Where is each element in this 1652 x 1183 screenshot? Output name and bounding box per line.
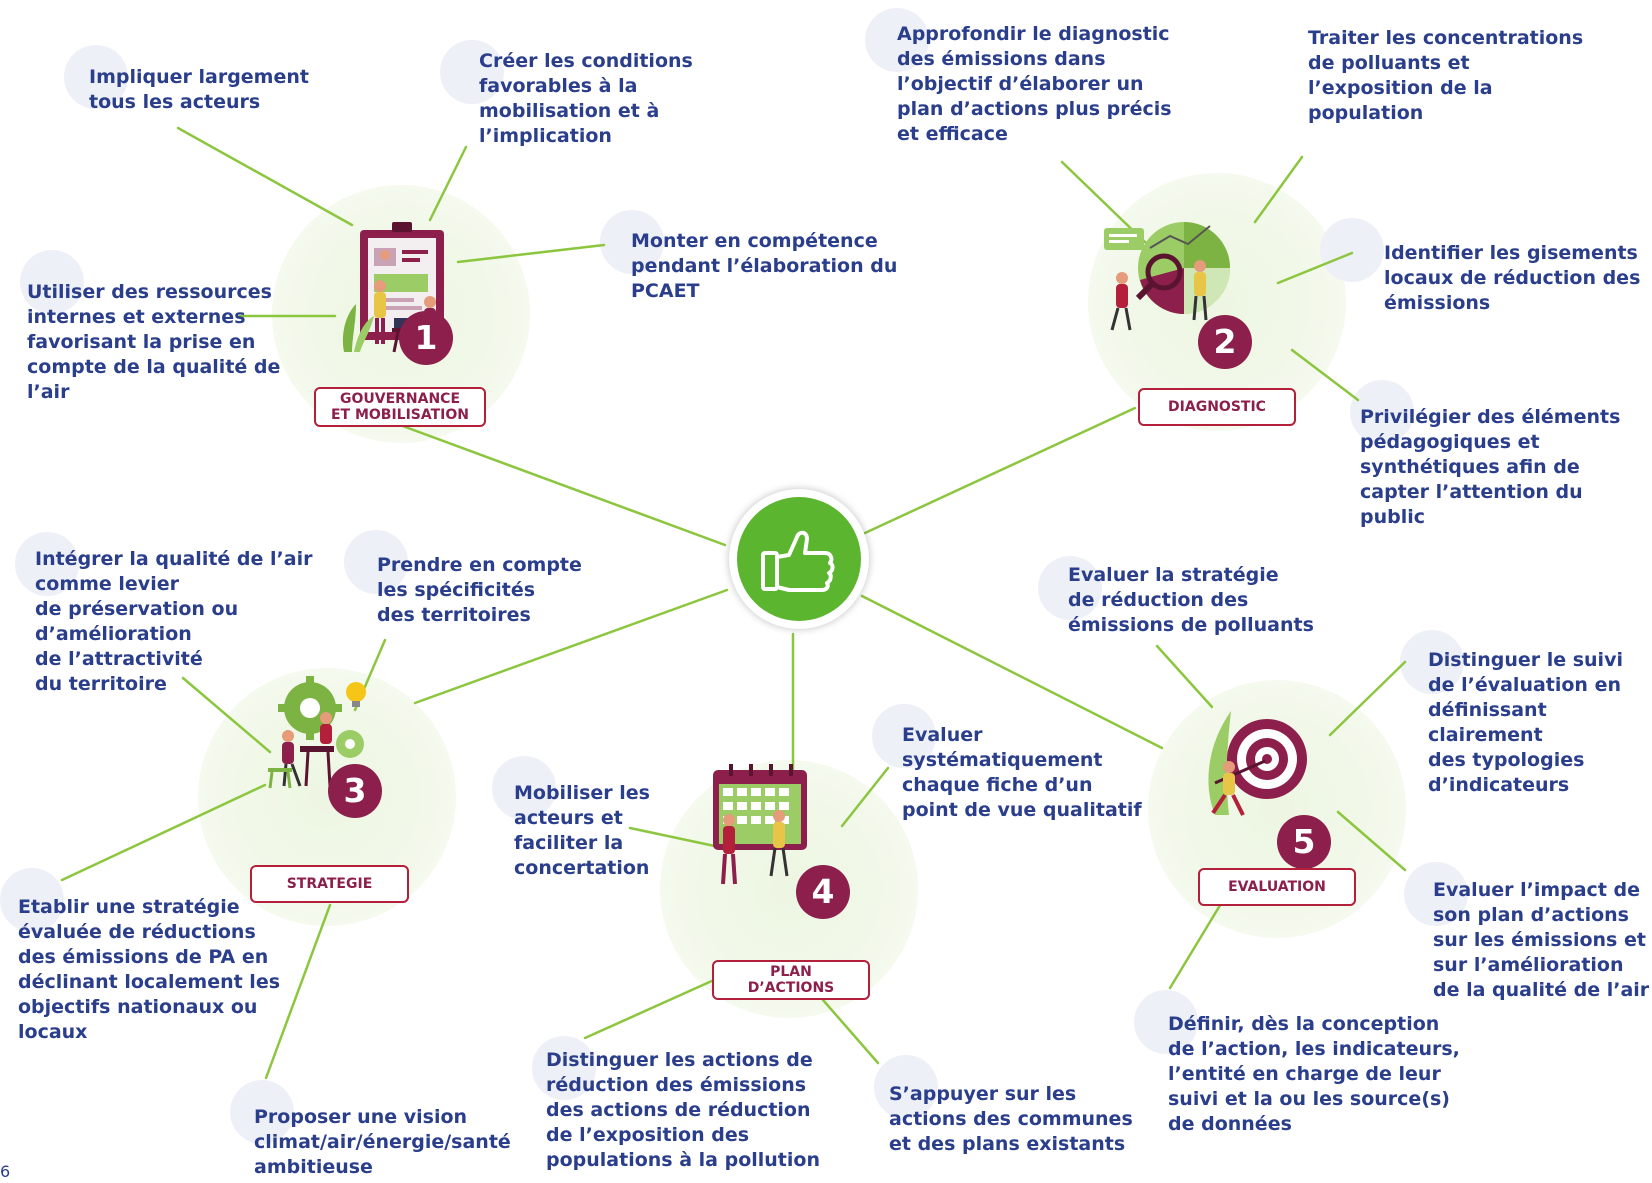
step-number-5: 5 [1277,815,1331,869]
leader-e1 [1155,644,1214,709]
tip-ressources: Utiliser des ressources internes et exte… [27,281,281,403]
leader-s4 [264,903,332,1080]
tip-dot [1038,556,1102,620]
step-label-2: DIAGNOSTIC [1138,388,1296,426]
tip-dot [1404,862,1468,926]
leader-e4 [1168,900,1224,990]
tip-dot [865,8,929,72]
tip-dot [440,40,504,104]
tip-vision: Proposer une vision climat/air/énergie/s… [254,1106,511,1178]
step-number-4: 4 [796,865,850,919]
tip-dot [15,532,79,596]
tip-dot [230,1080,294,1144]
tip-dot [600,210,664,274]
tip-mobiliser: Mobiliser les acteurs et faciliter la co… [514,782,650,879]
leader-g2 [428,145,468,222]
step-label-3: STRATEGIE [250,865,409,903]
step-number-1: 1 [399,311,453,365]
leader-d2 [1253,155,1304,224]
tip-appuyer-communes: S’appuyer sur les actions des communes e… [889,1083,1133,1155]
tip-approfondir-diagnostic: Approfondir le diagnostic des émissions … [897,23,1172,145]
spoke-to-step-2 [863,406,1137,535]
leader-s1 [181,676,272,754]
tip-pedagogiques: Privilégier des éléments pédagogiques et… [1360,406,1621,528]
spoke-to-step-1 [398,423,727,547]
step-label-1: GOUVERNANCE ET MOBILISATION [314,387,486,427]
tip-dot [0,868,64,932]
leader-d3 [1276,251,1354,285]
calendar-planning-illustration [713,764,807,885]
tip-specificites: Prendre en compte les spécificités des t… [377,554,582,626]
tip-dot [344,530,408,594]
tip-concentrations: Traiter les concentrations de polluants … [1308,27,1584,124]
spoke-to-step-5 [860,594,1164,750]
tip-dot [874,1055,938,1119]
leader-g3 [456,243,606,264]
tip-levier-attractivite: Intégrer la qualité de l’air comme levie… [35,548,313,695]
thumbs-up-icon [761,530,835,592]
leader-p4 [821,998,880,1065]
tip-dot [1350,380,1414,444]
tip-evaluer-strategie: Evaluer la stratégie de réduction des ém… [1068,564,1314,636]
tip-dot [492,756,556,820]
gears-lightbulb-illustration [268,676,366,789]
leader-g1 [176,126,354,227]
leader-p3 [583,978,716,1040]
leader-p1 [628,826,726,850]
leader-p2 [840,766,890,828]
tip-evaluer-fiche: Evaluer systématiquement chaque fiche d’… [902,724,1142,821]
page-number: 6 [0,1162,11,1181]
analysis-chart-illustration [1104,222,1230,331]
tip-monter-competence: Monter en compétence pendant l’élaborati… [631,230,898,302]
step-number-3: 3 [328,764,382,818]
leader-s3 [60,783,267,882]
step-label-4: PLAN D’ACTIONS [712,960,870,1000]
tip-dot [1320,218,1384,282]
hub-disc [737,497,861,621]
step-number-2: 2 [1198,315,1252,369]
central-hub [729,489,869,629]
target-arrow-illustration [1208,711,1307,816]
tip-dot [532,1036,596,1100]
leader-d4 [1290,348,1360,402]
step-label-5: EVALUATION [1198,868,1356,906]
tip-dot [20,250,84,314]
tip-gisements: Identifier les gisements locaux de réduc… [1384,242,1641,314]
tip-dot [1400,630,1464,694]
spoke-to-step-3 [413,588,729,705]
tip-dot [872,704,936,768]
tip-conditions-favorables: Créer les conditions favorables à la mob… [479,50,693,147]
tip-distinguer-actions: Distinguer les actions de réduction des … [546,1049,820,1171]
leader-e2 [1328,660,1407,737]
tip-distinguer-suivi: Distinguer le suivi de l’évaluation en d… [1428,649,1623,796]
tip-strategie-evaluee: Etablir une stratégie évaluée de réducti… [18,896,281,1043]
tip-definir-indicateurs: Définir, dès la conception de l’action, … [1168,1013,1460,1135]
tip-evaluer-impact: Evaluer l’impact de son plan d’actions s… [1433,879,1650,1001]
tip-impliquer-acteurs: Impliquer largement tous les acteurs [89,66,309,113]
tip-dot [64,45,128,109]
leader-e3 [1336,810,1407,872]
tip-dot [1134,990,1198,1054]
